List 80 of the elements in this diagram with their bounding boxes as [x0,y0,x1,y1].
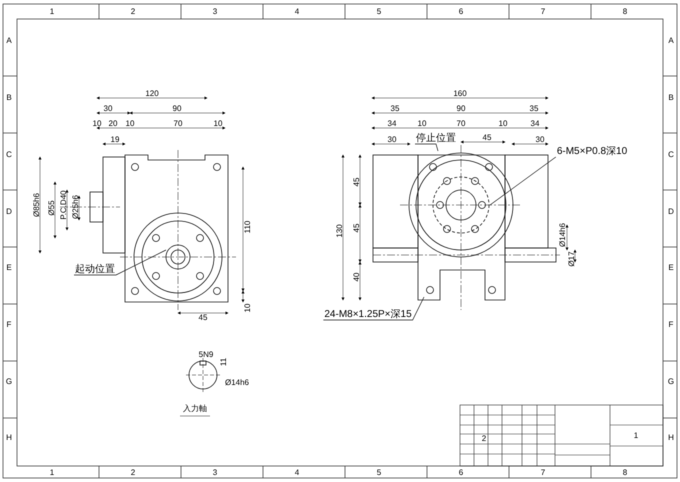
dimension-text: 90 [456,105,466,113]
dimension-text: 8 [622,8,628,16]
dimension-text: C [668,151,674,159]
dimension-text: 20 [108,120,118,128]
dimension-text: Ø85h6 [33,192,41,218]
dimension-text: 35 [390,105,400,113]
dimension-text: Ø17 [568,251,576,267]
dimension-text: 6 [458,469,464,477]
dimension-text: Ø14h6 [559,222,567,248]
dimension-text: B [668,94,674,102]
dimension-text: 70 [456,120,466,128]
dimension-text: C [6,151,12,159]
dimension-text: 1 [634,432,638,440]
dimension-text: 30 [104,105,112,113]
dimension-text: 40 [353,272,361,282]
dimension-text: Ø55 [48,200,56,216]
dimension-text: 1 [50,8,54,16]
dimension-text: 10 [92,120,102,128]
dimension-text: 10 [498,120,508,128]
dimension-text: 5 [376,8,382,16]
dimension-text: 45 [353,224,361,232]
dimension-text: G [668,378,674,386]
dimension-text: 7 [540,8,546,16]
dimension-text: 1 [50,469,54,477]
dimension-text: F [6,321,12,329]
dimension-text: 10 [214,120,222,128]
dimension-text: 30 [536,136,544,144]
dimension-text: 35 [530,105,538,113]
dimension-text: E [6,264,12,272]
dimension-text: P.C.D40 [60,190,68,220]
leader-line [414,144,438,152]
callout-text: 6-M5×P0.8深10 [556,147,628,157]
dimension-text: 10 [418,120,426,128]
dimension-text: Ø25h6 [72,194,80,220]
dimension-text: 2 [130,469,136,477]
dimension-text: F [668,321,674,329]
leader-line [74,250,166,276]
dimension-text: D [6,208,12,216]
dimension-text: 45 [353,178,361,186]
dimension-text: 45 [482,134,492,142]
dimension-text: 3 [212,8,218,16]
dimension-text: A [668,37,674,45]
dimension-text: 19 [110,136,120,144]
dimension-text: 34 [530,120,540,128]
dimension-text: 入力軸 [183,405,207,413]
dimension-text: 10 [244,304,252,312]
dimension-text: Ø14h6 [224,379,250,387]
dimension-text: 6 [458,8,464,16]
dimension-text: E [668,264,674,272]
dimension-text: 7 [540,469,546,477]
dimension-text: B [6,94,12,102]
dimension-text: 130 [336,224,344,238]
dimension-text: A [6,37,12,45]
leader-line [490,156,556,206]
dimension-text: 11 [220,358,228,366]
callout-text: 24-M8×1.25P×深15 [323,310,413,320]
dimension-text: H [668,434,674,442]
dimension-text: H [6,434,12,442]
dimension-text: 3 [212,469,218,477]
dimension-text: 70 [174,120,182,128]
dimension-text: G [6,378,12,386]
dimension-text: 4 [294,469,300,477]
dimension-text: 45 [198,314,208,322]
dimension-text: 160 [453,90,467,98]
dimension-text: 2 [482,435,486,443]
dimension-text: 120 [145,90,159,98]
dimension-text: 110 [244,220,252,234]
dimension-text: 8 [622,469,628,477]
dimension-text: 4 [294,8,300,16]
dimension-text: 5 [376,469,382,477]
dimension-text: 2 [130,8,136,16]
leader-line [323,296,424,320]
dimension-text: 90 [172,105,182,113]
dimension-text: D [668,208,674,216]
dimension-text: 5N9 [198,351,214,359]
dimension-text: 30 [388,136,396,144]
dimension-text: 10 [126,120,134,128]
callout-text: 停止位置 [415,134,457,144]
callout-text: 起动位置 [74,265,116,275]
dimension-text: 34 [388,120,396,128]
